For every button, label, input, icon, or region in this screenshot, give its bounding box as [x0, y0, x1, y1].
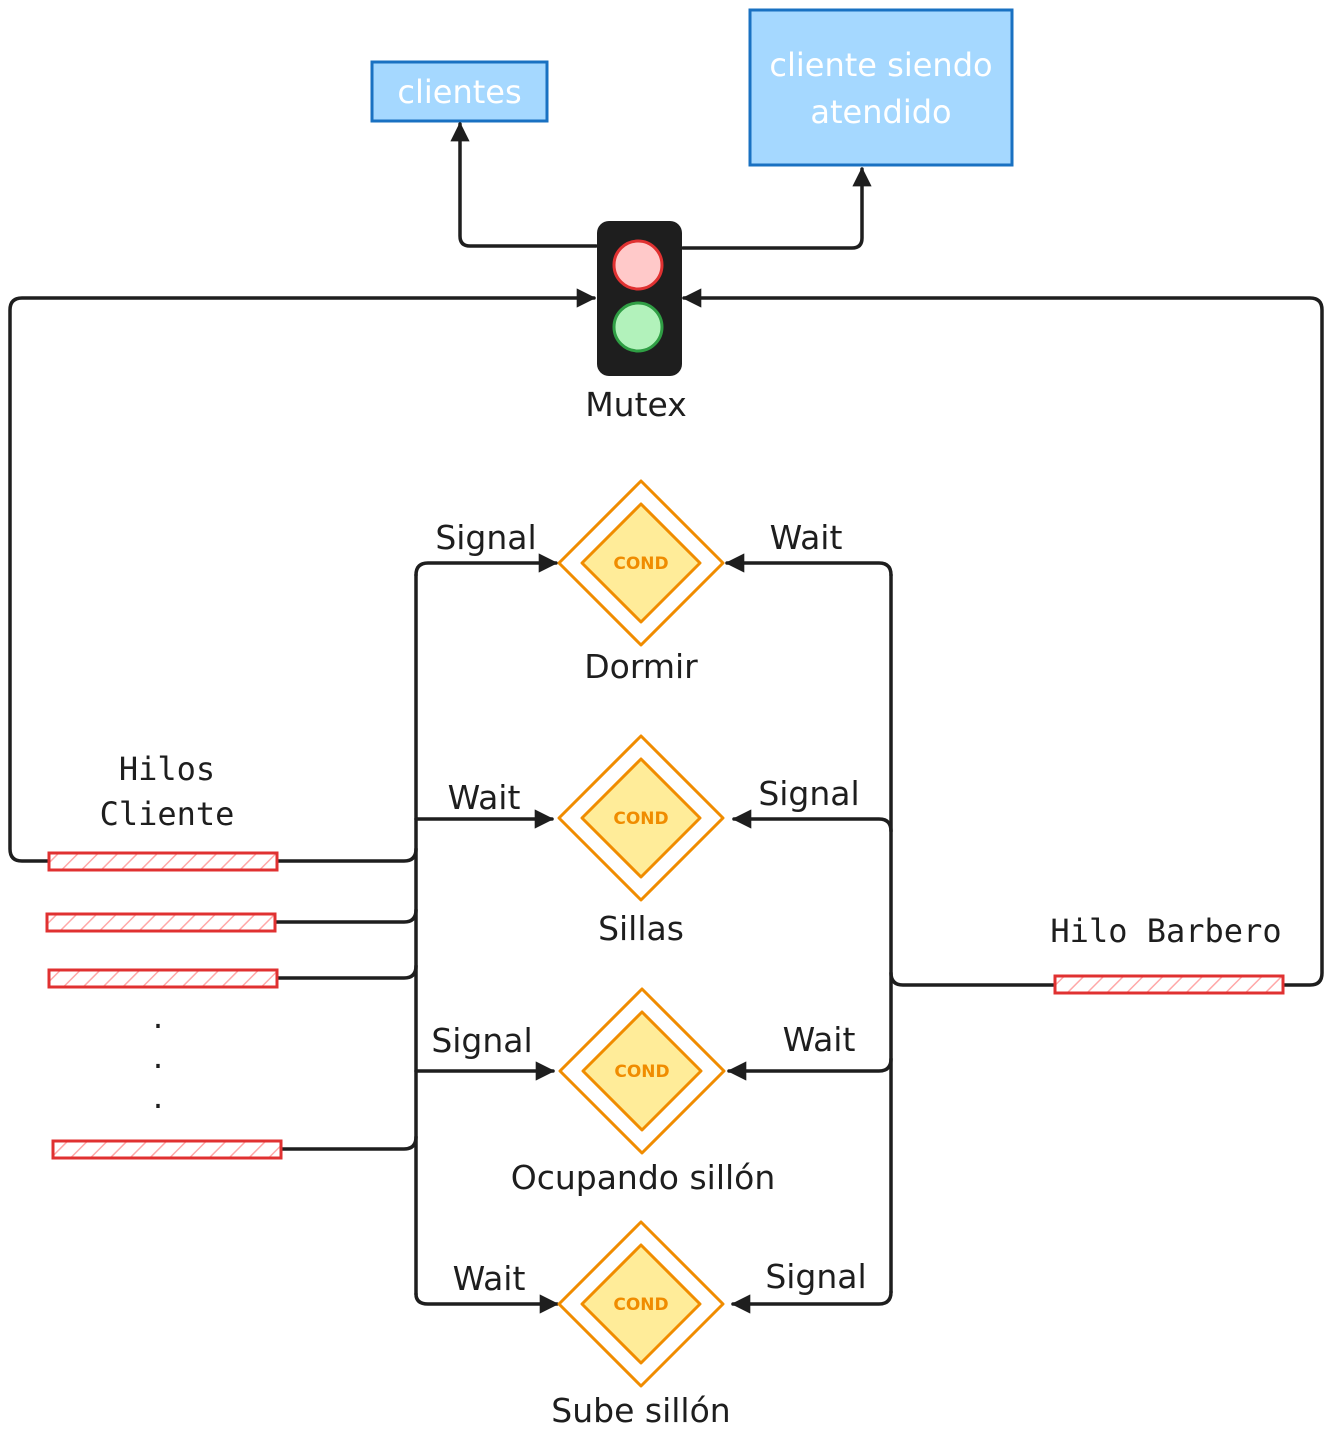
barbero-connector: [889, 971, 1056, 987]
clientes-to-mutex-arrow: [8, 288, 596, 863]
client4-connector: [280, 1135, 418, 1151]
barber-thread-bar: [1053, 974, 1285, 995]
ellipsis-dot: .: [153, 1037, 164, 1076]
client-thread-bar: [47, 851, 279, 872]
ellipsis-dot: .: [153, 997, 164, 1036]
sube-signal-arrow: [731, 1290, 893, 1314]
client-thread-bar: [45, 912, 277, 933]
cond-ocupando-node: COND: [558, 987, 726, 1155]
sillas-left-edge-label: Wait: [448, 778, 521, 817]
client-thread-bar: [51, 1139, 283, 1160]
mutex-label: Mutex: [585, 385, 687, 424]
dormir-signal-arrow: [414, 553, 558, 577]
cond-sube-label: Sube sillón: [551, 1391, 730, 1430]
cond-sillas-node: COND: [557, 734, 725, 902]
cond-badge: COND: [613, 1295, 668, 1315]
ellipsis-dot: .: [153, 1077, 164, 1116]
client2-connector: [274, 908, 418, 924]
ocupando-left-edge-label: Signal: [431, 1021, 532, 1060]
cond-sube-node: COND: [557, 1220, 725, 1388]
sillas-right-edge-label: Signal: [758, 774, 859, 813]
dormir-wait-arrow: [725, 553, 893, 577]
clientes-box: clientes: [370, 60, 549, 123]
cond-dormir-node: COND: [557, 479, 725, 647]
ocupando-right-edge-label: Wait: [783, 1020, 856, 1059]
barbero-to-mutex-arrow: [682, 288, 1324, 987]
client3-connector: [276, 964, 418, 980]
client-thread-bar: [47, 968, 279, 989]
cliente-atendido-label-line1: cliente siendo: [769, 46, 992, 84]
red-light-icon: [612, 239, 664, 291]
sube-right-edge-label: Signal: [765, 1257, 866, 1296]
client1-connector: [276, 847, 418, 863]
cond-sillas-label: Sillas: [598, 909, 684, 948]
green-light-icon: [612, 301, 664, 353]
dormir-left-edge-label: Signal: [435, 518, 536, 557]
dormir-right-edge-label: Wait: [770, 518, 843, 557]
cliente-atendido-box: cliente siendo atendido: [748, 8, 1014, 167]
traffic-light-icon: [597, 221, 682, 376]
cond-badge: COND: [613, 809, 668, 829]
sube-wait-arrow: [414, 1292, 559, 1314]
mutex-to-atendido-arrow: [681, 167, 872, 250]
ocupando-wait-arrow: [727, 1057, 893, 1081]
cliente-atendido-label-line2: atendido: [810, 93, 951, 131]
hilos-cliente-title-line1: Hilos: [119, 750, 215, 788]
sillas-signal-arrow: [732, 809, 893, 833]
cond-badge: COND: [614, 1062, 669, 1082]
hilo-barbero-title: Hilo Barbero: [1050, 912, 1281, 950]
mutex-to-clientes-arrow: [450, 122, 598, 248]
hilos-cliente-title-line2: Cliente: [100, 795, 235, 833]
cond-ocupando-label: Ocupando sillón: [511, 1158, 776, 1197]
cond-badge: COND: [613, 554, 668, 574]
cond-dormir-label: Dormir: [584, 647, 698, 686]
clientes-box-label: clientes: [397, 73, 521, 111]
sube-left-edge-label: Wait: [453, 1259, 526, 1298]
